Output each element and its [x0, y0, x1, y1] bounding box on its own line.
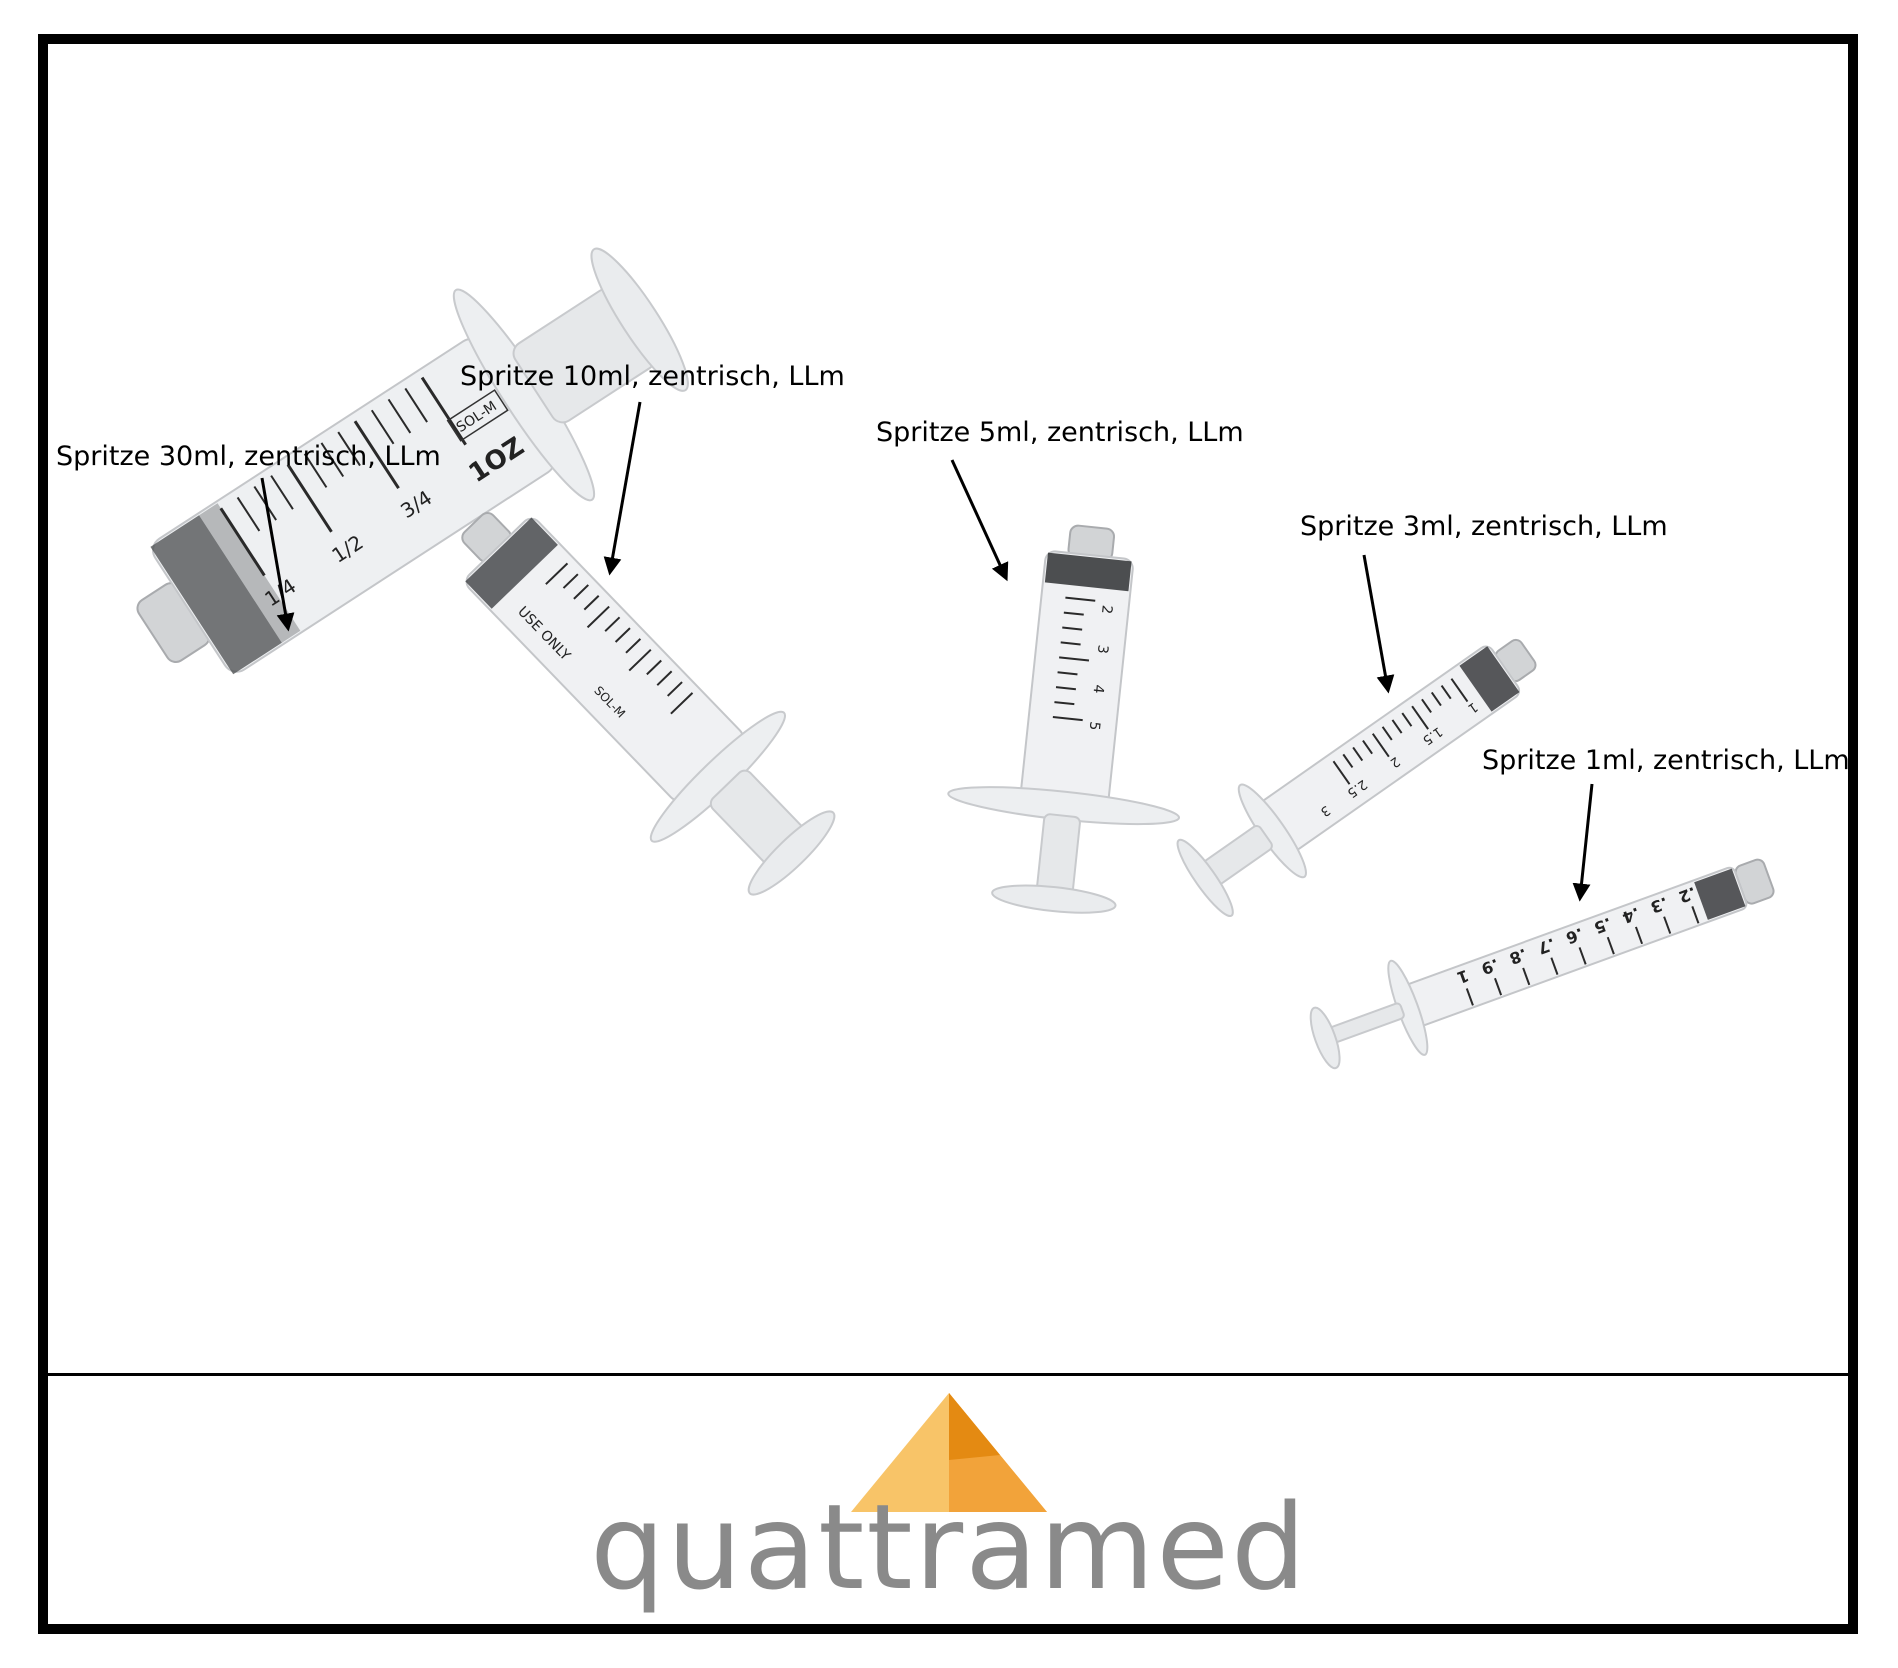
logo-divider — [48, 1373, 1848, 1376]
mark-0-5: .5 — [1592, 914, 1615, 938]
arrow-5ml — [950, 459, 1009, 582]
mark-5: 5 — [1086, 721, 1103, 732]
arrow-10ml — [603, 401, 642, 576]
plunger-thumb — [590, 247, 689, 392]
label-10ml: Spritze 10ml, zentrisch, LLm — [460, 361, 845, 392]
mark-0-7: .7 — [1535, 934, 1558, 958]
label-30ml: Spritze 30ml, zentrisch, LLm — [56, 441, 441, 472]
mark-4: 4 — [1090, 684, 1107, 695]
syringe-10ml: USE ONLY SOL-M — [461, 511, 836, 896]
plunger-thumb — [747, 810, 836, 896]
label-5ml: Spritze 5ml, zentrisch, LLm — [876, 417, 1244, 448]
plunger-thumb — [1176, 838, 1234, 918]
syringe-5ml: 2 3 4 5 — [947, 524, 1181, 914]
mark-0-3: .3 — [1648, 893, 1671, 917]
quattramed-logo: quattramed — [590, 1393, 1308, 1616]
syringe-1ml: .2 .3 .4 .5 .6 .7 .8 .9 1 — [1309, 858, 1775, 1070]
arrow-3ml — [1362, 554, 1395, 694]
logo-triangle-dark — [949, 1393, 1000, 1460]
mark-0-4: .4 — [1620, 904, 1643, 928]
plunger-thumb — [1309, 1006, 1341, 1070]
arrow-30ml — [260, 477, 295, 632]
label-3ml: Spritze 3ml, zentrisch, LLm — [1300, 511, 1668, 542]
mark-0-9: .9 — [1479, 955, 1502, 979]
logo-wordmark: quattramed — [590, 1478, 1308, 1616]
syringe-plunger — [1326, 1002, 1405, 1044]
mark-0-8: .8 — [1507, 945, 1530, 969]
arrow-1ml — [1572, 783, 1594, 902]
syringe-plunger — [1035, 813, 1081, 898]
mark-3: 3 — [1094, 644, 1111, 655]
mark-0-6: .6 — [1563, 924, 1586, 948]
logo-triangle-mid — [949, 1393, 1047, 1512]
syringe-3ml: 1 1.5 2 2.5 3 — [1176, 638, 1537, 918]
mark-2: 2 — [1098, 604, 1115, 615]
image-frame — [38, 34, 1858, 1634]
syringe-30ml: 1/4 1/2 3/4 1OZ SOL-M — [136, 247, 689, 675]
syringe-barrel — [1404, 866, 1748, 1027]
plunger-thumb — [991, 884, 1117, 914]
mark-0-2: .2 — [1676, 883, 1699, 907]
label-1ml: Spritze 1ml, zentrisch, LLm — [1482, 745, 1850, 776]
